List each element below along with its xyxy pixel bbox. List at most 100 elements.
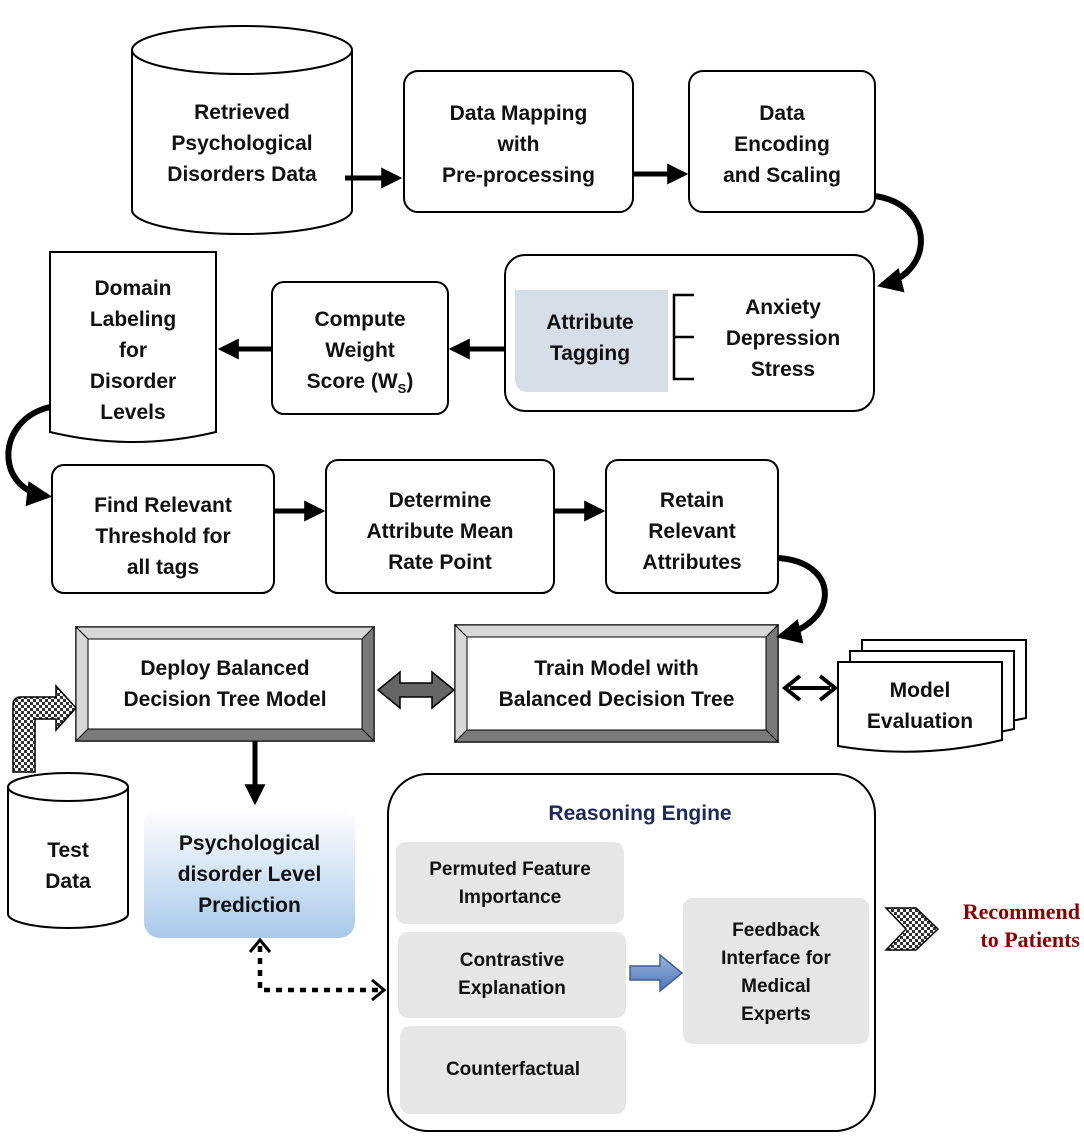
data-encoding-line-2: Encoding <box>734 132 830 156</box>
double-arrow-deploy-train <box>376 670 456 710</box>
test-data-arrow <box>12 684 78 773</box>
prediction-line-1: Psychological <box>178 831 321 855</box>
domain-labeling-line-4: Disorder <box>89 369 177 393</box>
prediction-line-2: disorder Level <box>177 862 322 886</box>
compute-weight-score-text: Score (W <box>306 369 398 393</box>
feedback-interface-box <box>683 898 869 1044</box>
double-arrow-train-evaluation <box>781 674 839 702</box>
test-data-label: Test Data <box>8 834 128 898</box>
domain-labeling-line-5: Levels <box>100 400 166 424</box>
arrow-domain-to-threshold <box>5 404 53 507</box>
determine-mean-box <box>325 459 555 594</box>
retain-attributes-label: Retain Relevant Attributes <box>606 483 778 579</box>
recommend-label: Recommend to Patients <box>936 896 1080 956</box>
deploy-model-line-2: Decision Tree Model <box>123 688 327 711</box>
domain-labeling-box <box>49 251 217 443</box>
find-threshold-line-1: Find Relevant <box>94 493 232 517</box>
domain-labeling-line-1: Domain <box>94 276 172 300</box>
determine-mean-line-1: Determine <box>388 488 492 512</box>
arrow-contrastive-to-feedback <box>629 953 684 993</box>
feedback-line-2: Interface for <box>721 948 831 969</box>
domain-labeling-line-3: for <box>119 338 147 362</box>
determine-mean-label: Determine Attribute Mean Rate Point <box>326 483 554 579</box>
domain-labeling-line-2: Labeling <box>89 307 177 331</box>
contrastive-box <box>398 932 626 1018</box>
retrieved-data-line-2: Psychological <box>171 131 313 155</box>
retrieved-data-cylinder <box>131 25 353 235</box>
retain-attributes-line-3: Attributes <box>642 550 742 574</box>
permuted-feature-box <box>396 842 624 924</box>
tag-depression: Depression <box>725 326 841 350</box>
data-mapping-line-2: with <box>497 132 540 156</box>
reasoning-engine-title: Reasoning Engine <box>548 801 732 825</box>
find-threshold-line-2: Threshold for <box>95 524 231 548</box>
feedback-interface-label: Feedback Interface for Medical Experts <box>683 915 869 1031</box>
compute-weight-subscript: S <box>397 380 407 396</box>
test-data-line-2: Data <box>45 870 91 893</box>
find-threshold-label: Find Relevant Threshold for all tags <box>52 488 274 584</box>
determine-mean-line-3: Rate Point <box>388 550 492 574</box>
retrieved-data-line-1: Retrieved <box>194 100 290 124</box>
compute-weight-label: Compute Weight Score (WS) <box>272 302 448 398</box>
dotted-arrow-head-right <box>371 978 387 1002</box>
retrieved-data-label: Retrieved Psychological Disorders Data <box>142 95 342 191</box>
data-mapping-label: Data Mapping with Pre-processing <box>404 96 633 192</box>
recommend-line-1: Recommend <box>962 899 1080 924</box>
arrow-encoding-to-tagging <box>874 193 924 293</box>
feedback-line-4: Experts <box>741 1004 811 1025</box>
feedback-line-3: Medical <box>741 976 811 997</box>
attribute-tagging-label: Attribute Tagging <box>515 306 665 370</box>
permuted-feature-line-2: Importance <box>458 887 562 908</box>
deploy-model-line-1: Deploy Balanced <box>140 657 310 680</box>
prediction-box <box>144 808 355 938</box>
test-data-cylinder <box>7 772 129 929</box>
attribute-tagging-line-1: Attribute <box>546 311 634 334</box>
data-mapping-box <box>403 70 634 213</box>
compute-weight-line-1: Compute <box>314 307 406 331</box>
counterfactual-box <box>400 1026 626 1114</box>
prediction-line-3: Prediction <box>198 893 301 917</box>
retain-attributes-box <box>605 459 779 594</box>
test-data-line-1: Test <box>47 839 89 862</box>
tag-anxiety: Anxiety <box>745 295 821 319</box>
counterfactual-line-1: Counterfactual <box>445 1059 581 1080</box>
tag-stress: Stress <box>750 357 816 381</box>
data-encoding-line-1: Data <box>759 101 805 125</box>
permuted-feature-label: Permuted Feature Importance <box>396 854 624 914</box>
chevron-recommend-icon <box>884 907 940 951</box>
data-mapping-line-3: Pre-processing <box>442 163 595 187</box>
train-model-box <box>453 623 780 744</box>
feedback-line-1: Feedback <box>732 920 820 941</box>
attribute-tagging-line-2: Tagging <box>549 342 631 365</box>
domain-labeling-label: Domain Labeling for Disorder Levels <box>50 272 216 428</box>
contrastive-label: Contrastive Explanation <box>398 945 626 1005</box>
retrieved-data-line-3: Disorders Data <box>167 162 317 186</box>
recommend-line-2: to Patients <box>980 927 1080 952</box>
dotted-arrow-head-up <box>248 937 272 953</box>
model-evaluation-label: Model Evaluation <box>840 674 1000 738</box>
prediction-label: Psychological disorder Level Prediction <box>144 826 355 922</box>
attribute-tagging-fill <box>515 290 668 392</box>
model-evaluation-line-2: Evaluation <box>866 710 974 733</box>
dotted-arrow-prediction-reasoning <box>257 946 381 993</box>
deploy-model-label: Deploy Balanced Decision Tree Model <box>88 651 362 717</box>
deploy-model-box <box>74 625 376 743</box>
retain-attributes-line-2: Relevant <box>648 519 736 543</box>
determine-mean-line-2: Attribute Mean <box>366 519 514 543</box>
data-mapping-line-1: Data Mapping <box>449 101 588 125</box>
train-model-label: Train Model with Balanced Decision Tree <box>467 651 766 717</box>
arrow-retain-to-train <box>776 555 828 644</box>
compute-weight-line-2: Weight <box>325 338 395 362</box>
find-threshold-line-3: all tags <box>126 555 200 579</box>
contrastive-line-1: Contrastive <box>459 950 565 971</box>
train-model-line-2: Balanced Decision Tree <box>498 688 735 711</box>
retain-attributes-line-1: Retain <box>659 488 725 512</box>
counterfactual-label: Counterfactual <box>400 1054 626 1086</box>
model-evaluation-docs <box>837 639 1027 753</box>
tags-label: Anxiety Depression Stress <box>700 290 866 386</box>
data-encoding-box <box>688 70 876 213</box>
tag-bracket <box>672 293 694 381</box>
find-threshold-box <box>51 464 275 594</box>
compute-weight-line-3: Score (WS) <box>306 369 414 396</box>
